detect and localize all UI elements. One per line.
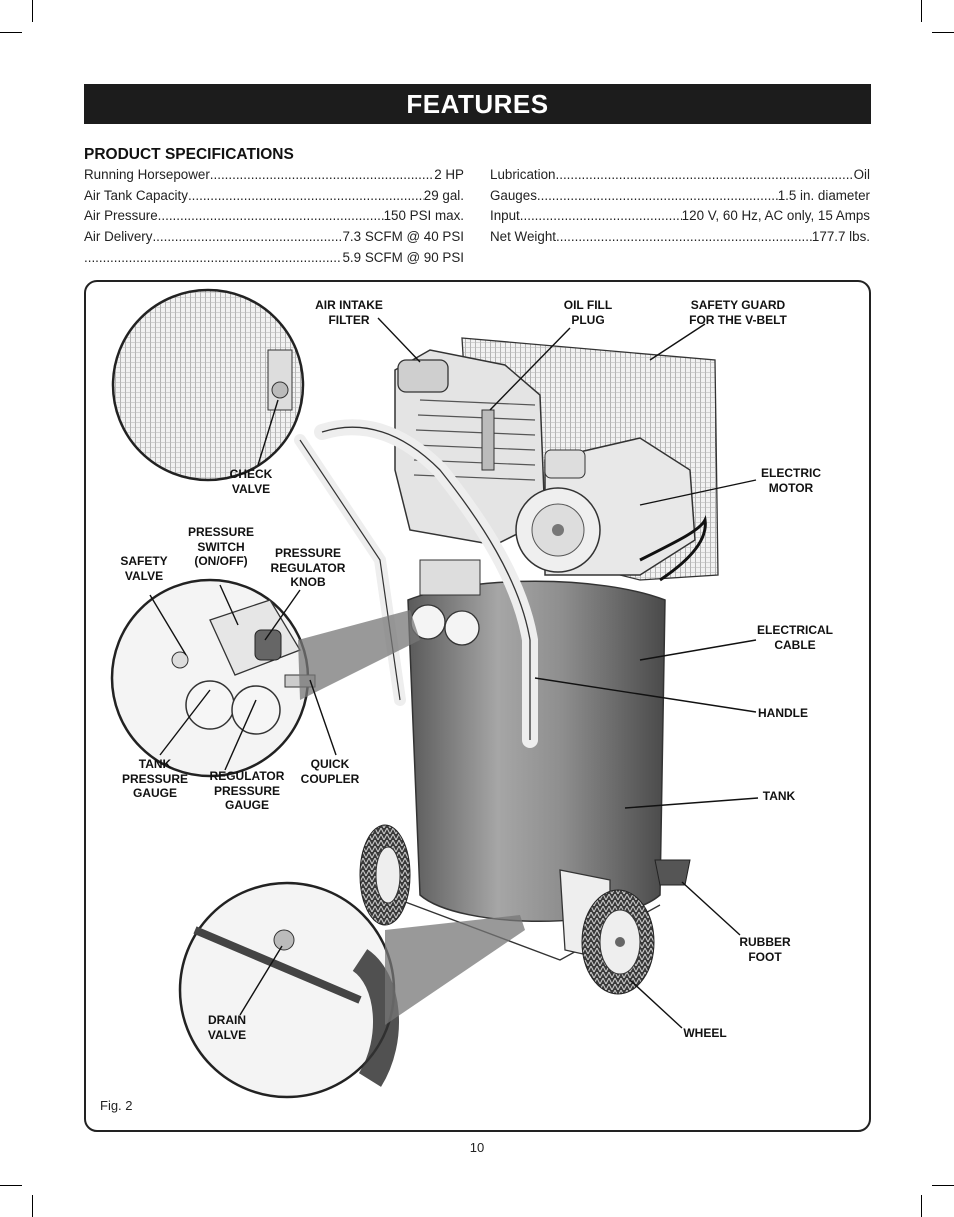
specs-right-column: Lubrication Oil Gauges 1.5 in. diameter I…	[490, 165, 870, 248]
spec-label: Lubrication	[490, 167, 556, 182]
crop-mark	[32, 0, 33, 22]
spec-label: Running Horsepower	[84, 167, 210, 182]
callout-rubber-foot: RUBBER FOOT	[739, 935, 791, 964]
spec-row: Air Pressure 150 PSI max.	[84, 206, 464, 227]
spec-label: Net Weight	[490, 229, 556, 245]
spec-row: Air Delivery 7.3 SCFM @ 40 PSI	[84, 227, 464, 248]
spec-value: 150 PSI max.	[383, 208, 464, 224]
spec-label: Gauges	[490, 187, 537, 203]
callout-tank-pressure-gauge: TANK PRESSURE GAUGE	[121, 757, 189, 800]
crop-mark	[921, 0, 922, 22]
figure-label: Fig. 2	[100, 1098, 133, 1113]
spec-value: 120 V, 60 Hz, AC only, 15 Amps	[681, 208, 870, 224]
spec-value: 177.7 lbs.	[811, 229, 870, 245]
features-banner: FEATURES	[84, 84, 871, 124]
callout-electrical-cable: ELECTRICAL CABLE	[757, 623, 833, 652]
detail-beam	[385, 915, 525, 1025]
spec-label: Air Tank Capacity	[84, 187, 188, 203]
crop-mark	[0, 32, 22, 33]
spec-label: Air Delivery	[84, 229, 153, 245]
spec-value: 2 HP	[434, 167, 464, 182]
callout-safety-valve: SAFETY VALVE	[120, 554, 168, 583]
spec-label: Input	[490, 208, 520, 224]
gauges-assembly	[410, 559, 481, 646]
spec-row: Net Weight 177.7 lbs.	[490, 227, 870, 248]
callout-check-valve: CHECK VALVE	[229, 467, 273, 496]
crop-mark	[32, 1195, 33, 1217]
wheel-right	[581, 889, 655, 995]
spec-value: 1.5 in. diameter	[777, 187, 870, 203]
spec-value: 29 gal.	[423, 187, 464, 203]
crop-mark	[932, 1185, 954, 1186]
spec-value: Oil	[853, 167, 870, 182]
crop-mark	[932, 32, 954, 33]
spec-value: 5.9 SCFM @ 90 PSI	[342, 249, 464, 265]
callout-drain-valve: DRAIN VALVE	[207, 1013, 247, 1042]
spec-row: Gauges 1.5 in. diameter	[490, 186, 870, 207]
crop-mark	[921, 1195, 922, 1217]
detail-circle-drain	[178, 881, 399, 1099]
callout-tank: TANK	[762, 789, 796, 803]
callout-handle: HANDLE	[758, 706, 808, 720]
crop-mark	[0, 1185, 22, 1186]
detail-beam	[298, 610, 420, 700]
callout-leaders	[149, 317, 759, 1029]
detail-circle-switch	[110, 578, 316, 778]
callout-regulator-pressure-gauge: REGULATOR PRESSURE GAUGE	[209, 769, 285, 812]
callout-air-intake-filter: AIR INTAKE FILTER	[315, 298, 383, 327]
callout-oil-fill-plug: OIL FILL PLUG	[563, 298, 613, 327]
spec-row: Input 120 V, 60 Hz, AC only, 15 Amps	[490, 206, 870, 227]
electric-motor	[515, 437, 707, 582]
spec-value: 7.3 SCFM @ 40 PSI	[342, 229, 464, 245]
callout-electric-motor: ELECTRIC MOTOR	[761, 466, 821, 495]
wheel-left	[359, 824, 411, 926]
callout-safety-guard: SAFETY GUARD FOR THE V-BELT	[689, 298, 787, 327]
callout-wheel: WHEEL	[683, 1026, 727, 1040]
specs-heading: PRODUCT SPECIFICATIONS	[84, 146, 294, 163]
spec-label: Air Pressure	[84, 208, 158, 224]
air-tank	[407, 580, 666, 922]
rubber-foot	[654, 859, 691, 886]
figure-frame	[84, 280, 871, 1132]
callout-quick-coupler: QUICK COUPLER	[300, 757, 360, 786]
callout-pressure-switch: PRESSURE SWITCH (ON/OFF)	[187, 525, 255, 568]
spec-row: Lubrication Oil	[490, 165, 870, 186]
specs-left-column: Running Horsepower 2 HP Air Tank Capacity…	[84, 165, 464, 269]
spec-row: Running Horsepower 2 HP	[84, 165, 464, 186]
detail-circle-check-valve	[111, 288, 305, 482]
callout-pressure-regulator-knob: PRESSURE REGULATOR KNOB	[270, 546, 346, 589]
page-number: 10	[469, 1140, 485, 1155]
spec-row: 5.9 SCFM @ 90 PSI	[84, 248, 464, 269]
spec-row: Air Tank Capacity 29 gal.	[84, 186, 464, 207]
